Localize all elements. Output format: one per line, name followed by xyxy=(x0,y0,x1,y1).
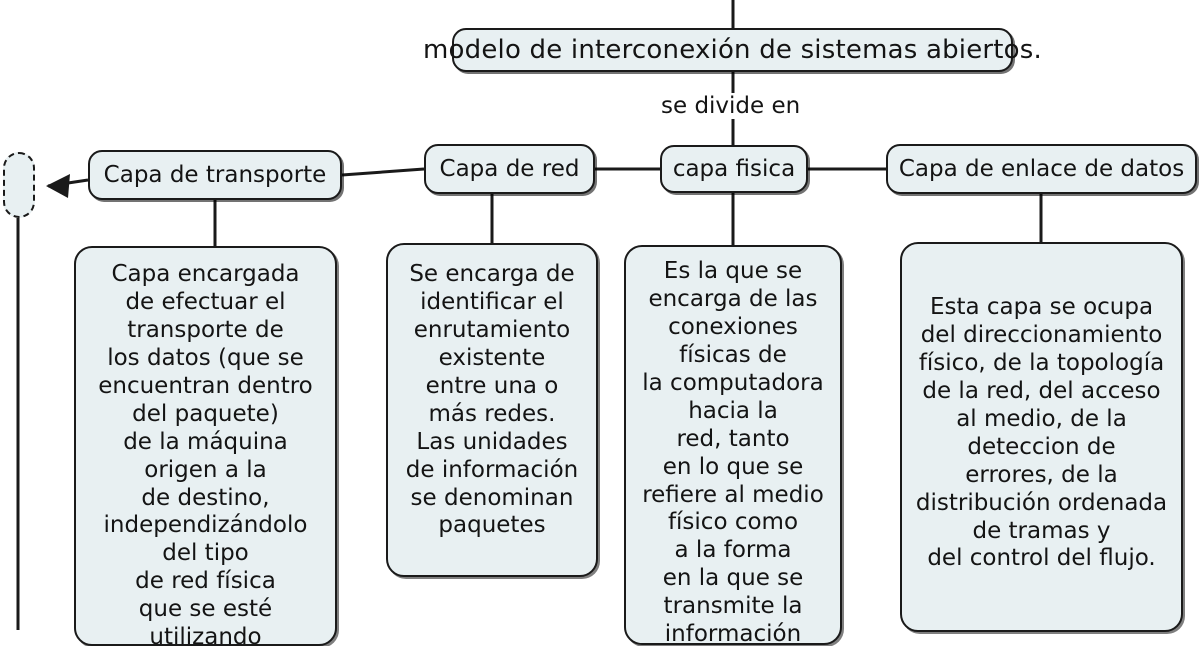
node-capa-de-enlace-de-datos[interactable]: Capa de enlace de datos xyxy=(886,144,1197,194)
connector-transporte-to-stub xyxy=(47,178,89,188)
dashed-stub-node[interactable] xyxy=(3,152,35,218)
node-capa-de-red-label: Capa de red xyxy=(439,155,580,182)
description-capa-de-red[interactable]: Se encarga de identificar el enrutamient… xyxy=(386,243,598,577)
node-capa-de-transporte-label: Capa de transporte xyxy=(103,161,327,188)
description-capa-de-transporte[interactable]: Capa encargada de efectuar el transporte… xyxy=(74,246,337,646)
node-title[interactable]: modelo de interconexión de sistemas abie… xyxy=(423,28,1042,72)
node-title-label: modelo de interconexión de sistemas abie… xyxy=(423,35,1042,65)
description-capa-fisica-text: Es la que se encarga de las conexiones f… xyxy=(642,258,824,645)
description-capa-de-red-text: Se encarga de identificar el enrutamient… xyxy=(405,261,579,539)
description-capa-de-enlace-de-datos-text: Esta capa se ocupa del direccionamiento … xyxy=(915,294,1168,572)
description-capa-de-transporte-text: Capa encargada de efectuar el transporte… xyxy=(98,261,313,646)
description-capa-de-enlace-de-datos[interactable]: Esta capa se ocupa del direccionamiento … xyxy=(900,242,1183,632)
node-capa-fisica[interactable]: capa fisica xyxy=(660,145,808,193)
edge-label-text: se divide en xyxy=(661,93,801,119)
node-capa-fisica-label: capa fisica xyxy=(672,155,796,182)
diagram-canvas: modelo de interconexión de sistemas abie… xyxy=(3,0,1197,646)
node-capa-de-transporte[interactable]: Capa de transporte xyxy=(88,150,342,200)
edge-label-se-divide-en: se divide en xyxy=(657,93,805,119)
node-capa-de-enlace-de-datos-label: Capa de enlace de datos xyxy=(898,155,1185,182)
node-capa-de-red[interactable]: Capa de red xyxy=(424,144,595,194)
connector-red-to-transporte xyxy=(341,167,425,177)
description-capa-fisica[interactable]: Es la que se encarga de las conexiones f… xyxy=(624,245,842,645)
arrowhead-icon xyxy=(46,174,70,198)
